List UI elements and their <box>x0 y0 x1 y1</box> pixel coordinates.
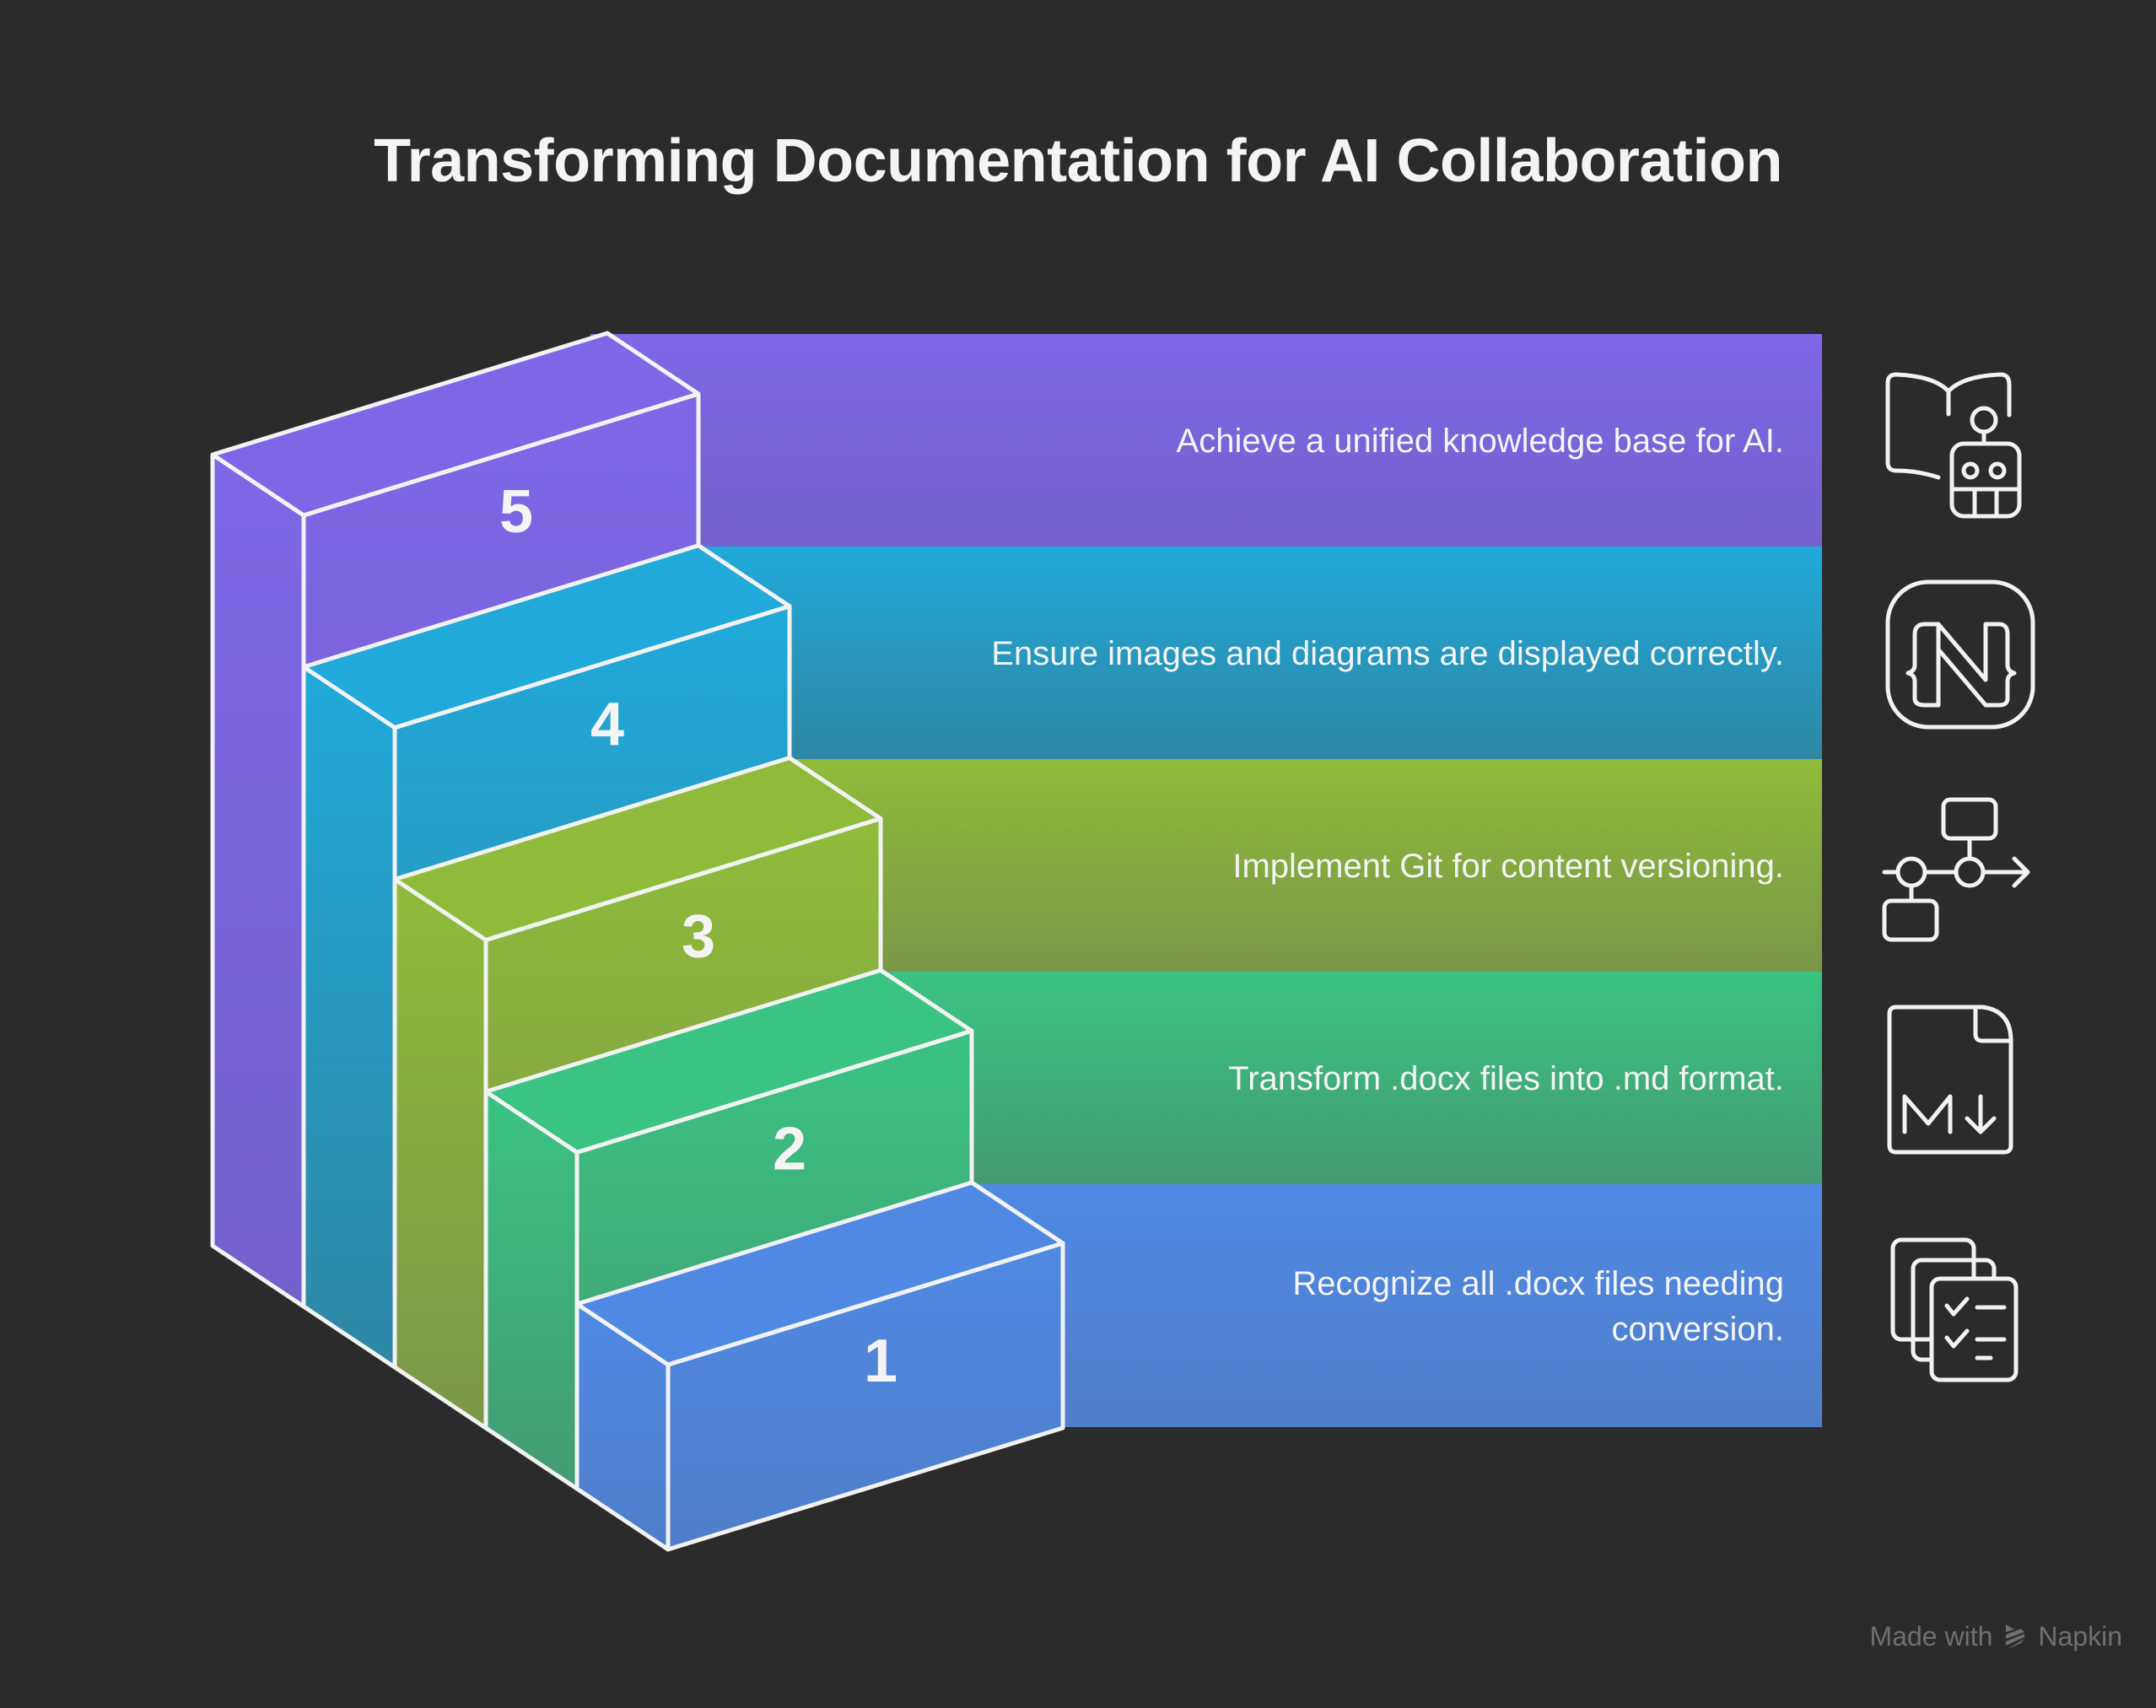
code-n-badge-icon <box>1885 579 2035 730</box>
step-front-face <box>668 1243 1063 1549</box>
git-flow-icon <box>1882 797 2030 942</box>
step-labels: Recognize all .docx files needing convers… <box>991 423 1784 1348</box>
napkin-watermark[interactable]: Made with Napkin <box>1870 1621 2122 1652</box>
napkin-logo-icon <box>2006 1624 2025 1649</box>
step-1-block: 1 <box>574 1180 1065 1552</box>
step-1-label: Recognize all .docx files needing convers… <box>1292 1265 1784 1348</box>
step-side-edge <box>574 1304 670 1552</box>
step-side-edge <box>301 666 396 1370</box>
step-top-face <box>486 970 972 1153</box>
book-robot-icon <box>1885 372 2022 519</box>
step-side-face <box>213 455 304 1307</box>
step-2-label: Transform .docx files into .md format. <box>1228 1060 1784 1097</box>
markdown-file-icon <box>1887 1005 2013 1155</box>
watermark-brand: Napkin <box>2038 1621 2122 1651</box>
step-5-number: 5 <box>499 478 533 546</box>
checklist-documents-icon <box>1890 1237 2019 1382</box>
step-top-face <box>213 333 698 515</box>
step-front-edge <box>666 1241 1065 1552</box>
step-3-label: Implement Git for content versioning. <box>1232 848 1784 885</box>
diagram-title: Transforming Documentation for AI Collab… <box>374 127 1782 195</box>
step-4-number: 4 <box>590 691 624 758</box>
staircase: 5 4 3 2 1 <box>210 331 1065 1552</box>
step-top-face <box>577 1183 1063 1365</box>
step-side-edge <box>392 879 488 1431</box>
step-3-number: 3 <box>682 903 715 971</box>
label-line: Achieve a unified knowledge base for AI. <box>1177 423 1784 460</box>
step-icons <box>1882 372 2035 1382</box>
watermark-prefix: Made with <box>1869 1621 1993 1651</box>
label-line: Recognize all .docx files needing <box>1292 1265 1784 1302</box>
label-line: Transform .docx files into .md format. <box>1228 1060 1784 1097</box>
step-bands <box>590 334 1822 1427</box>
band-step-4 <box>590 547 1822 759</box>
step-1-number: 1 <box>864 1328 897 1395</box>
label-line: Ensure images and diagrams are displayed… <box>991 635 1784 672</box>
step-side-face <box>304 666 395 1367</box>
band-step-5 <box>590 334 1822 547</box>
step-2-number: 2 <box>773 1115 806 1183</box>
step-4-label: Ensure images and diagrams are displayed… <box>991 635 1784 672</box>
step-side-face <box>577 1304 668 1549</box>
step-side-edge <box>483 1091 579 1491</box>
step-side-face <box>395 879 486 1428</box>
step-5-label: Achieve a unified knowledge base for AI. <box>1177 423 1784 460</box>
step-side-edge <box>210 455 305 1309</box>
step-top-face <box>304 545 790 728</box>
step-side-face <box>486 1091 577 1489</box>
label-line: Implement Git for content versioning. <box>1232 848 1784 885</box>
label-line: conversion. <box>1611 1311 1784 1348</box>
step-top-face <box>395 757 881 940</box>
